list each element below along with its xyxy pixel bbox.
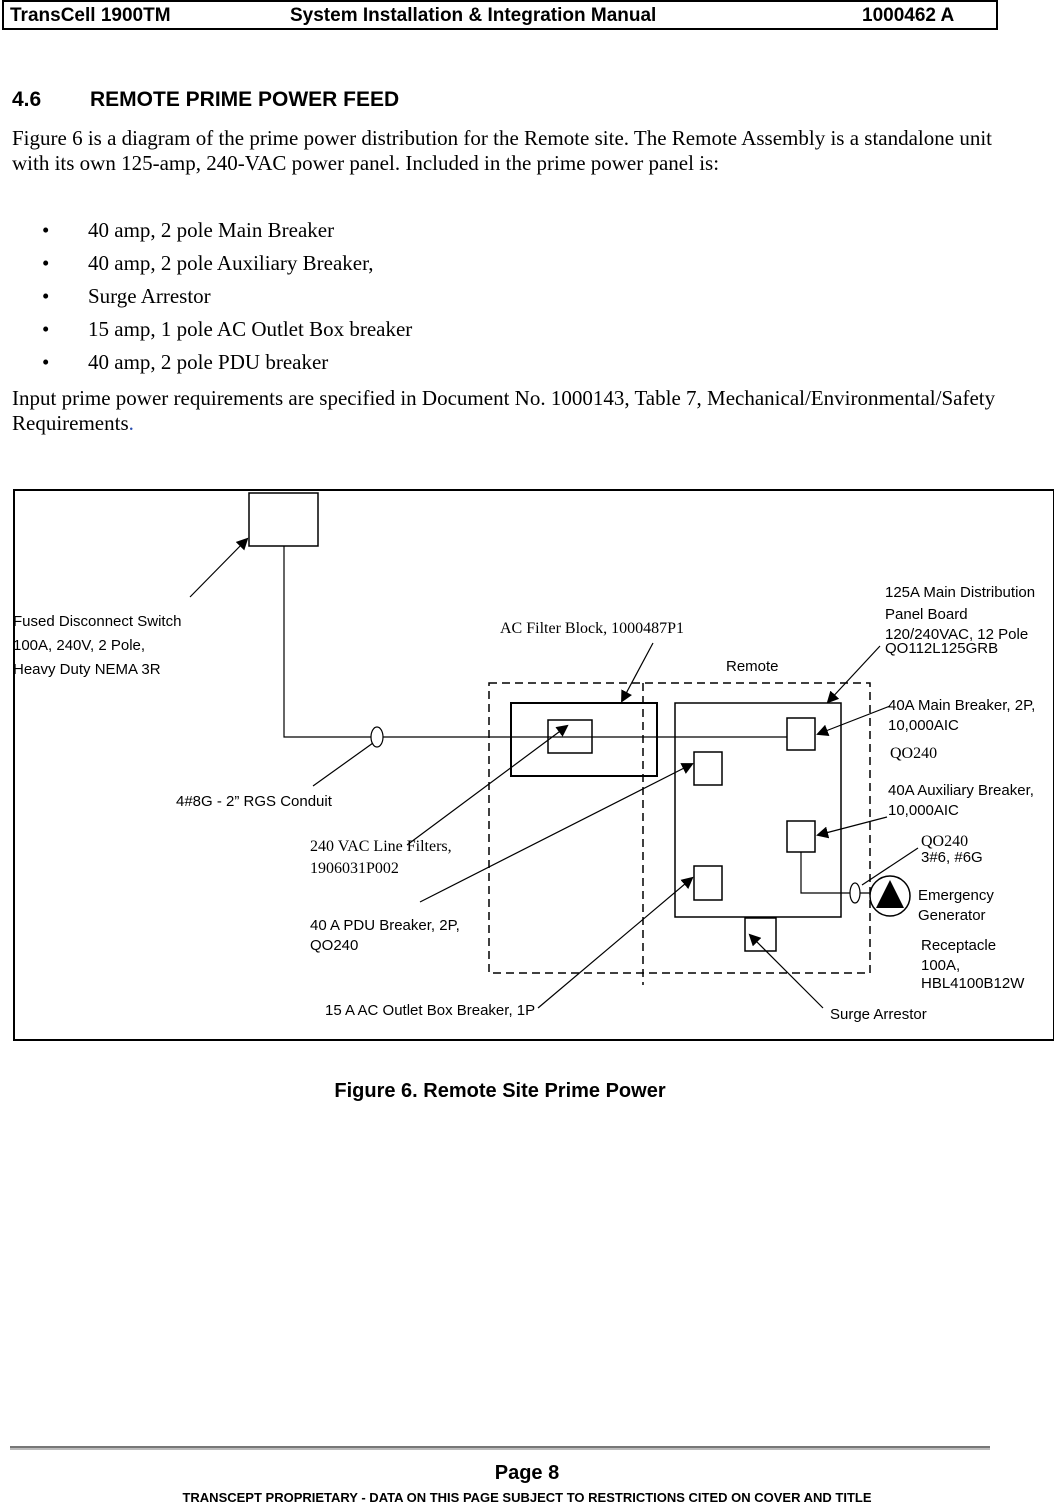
remote-label: Remote	[726, 658, 779, 675]
distribution-panel	[674, 702, 842, 918]
conduit-label: 4#8G - 2” RGS Conduit	[176, 793, 332, 810]
section-heading: 4.6 REMOTE PRIME POWER FEED	[12, 88, 399, 112]
leader-generator-wire	[861, 847, 919, 886]
surge-arrestor-box	[744, 917, 777, 952]
ac-filter-block-label: AC Filter Block, 1000487P1	[500, 620, 685, 637]
fused-disconnect-label: Fused Disconnect Switch 100A, 240V, 2 Po…	[13, 613, 182, 678]
aux-breaker-label: 40A Auxiliary Breaker, 10,000AIC	[888, 782, 1034, 819]
feed-wire	[283, 546, 787, 738]
ac-filter-block	[510, 702, 658, 777]
leader-conduit	[312, 742, 374, 787]
leader-line-filters	[406, 724, 569, 846]
page-number: Page 8	[494, 1462, 560, 1484]
generator-wire	[800, 852, 870, 894]
remote-enclosure	[488, 682, 871, 974]
leader-aux-breaker	[816, 816, 888, 839]
prime-power-diagram	[13, 489, 1054, 1041]
header-title: System Installation & Integration Manual	[290, 5, 657, 26]
outlet-breaker-label: 15 A AC Outlet Box Breaker, 1P	[325, 1002, 536, 1019]
main-distribution-label: 125A Main Distribution Panel Board 120/2…	[885, 584, 1036, 657]
aux-breaker-box	[786, 820, 816, 853]
surge-arrestor-label: Surge Arrestor	[830, 1006, 927, 1023]
fused-disconnect-box	[248, 492, 319, 547]
main-breaker-label: 40A Main Breaker, 2P, 10,000AIC	[888, 697, 1036, 734]
pdu-breaker-box	[693, 751, 723, 786]
list-item: •40 amp, 2 pole Auxiliary Breaker,	[42, 251, 374, 275]
intro-paragraph: Figure 6 is a diagram of the prime power…	[12, 126, 993, 175]
list-item: •15 amp, 1 pole AC Outlet Box breaker	[42, 317, 413, 341]
requirements-paragraph: Input prime power requirements are speci…	[12, 386, 996, 435]
emergency-generator-label: Emergency Generator	[918, 887, 994, 924]
leader-main-distribution	[826, 645, 881, 704]
figure-frame	[13, 489, 1054, 1041]
leader-pdu-breaker	[419, 763, 694, 903]
figure-caption: Figure 6. Remote Site Prime Power	[334, 1080, 666, 1102]
leader-main-breaker	[816, 705, 891, 736]
generator-wire-marker	[849, 882, 861, 904]
header-doc-number: 1000462 A	[862, 5, 955, 26]
line-filters-label: 240 VAC Line Filters, 1906031P002	[310, 838, 452, 877]
list-item: •Surge Arrestor	[42, 284, 211, 308]
main-breaker-model: QO240	[890, 745, 938, 762]
conduit-marker	[370, 726, 384, 748]
receptacle-label: Receptacle 100A, HBL4100B12W	[921, 937, 1025, 992]
proprietary-notice: TRANSCEPT PROPRIETARY - DATA ON THIS PAG…	[182, 1490, 872, 1505]
outlet-breaker-box	[693, 865, 723, 901]
leader-outlet-breaker	[537, 876, 694, 1009]
pdu-breaker-label: 40 A PDU Breaker, 2P, QO240	[310, 917, 460, 954]
receptacle-triangle-icon	[876, 880, 904, 908]
leader-fused-disconnect	[189, 537, 249, 598]
generator-wire-label: 3#6, #6G	[921, 849, 983, 866]
footer-divider	[10, 1446, 990, 1450]
leader-ac-filter	[621, 642, 654, 703]
header-product: TransCell 1900TM	[10, 5, 171, 26]
aux-breaker-model: QO240	[921, 833, 969, 850]
section-number: 4.6	[12, 88, 42, 111]
list-item: •40 amp, 2 pole Main Breaker	[42, 218, 335, 242]
section-title: REMOTE PRIME POWER FEED	[90, 88, 400, 111]
main-breaker-box	[786, 717, 816, 751]
list-item: •40 amp, 2 pole PDU breaker	[42, 350, 329, 374]
leader-surge-arrestor	[748, 933, 824, 1009]
component-list: •40 amp, 2 pole Main Breaker •40 amp, 2 …	[12, 216, 412, 381]
page-header: TransCell 1900TM System Installation & I…	[2, 0, 998, 30]
